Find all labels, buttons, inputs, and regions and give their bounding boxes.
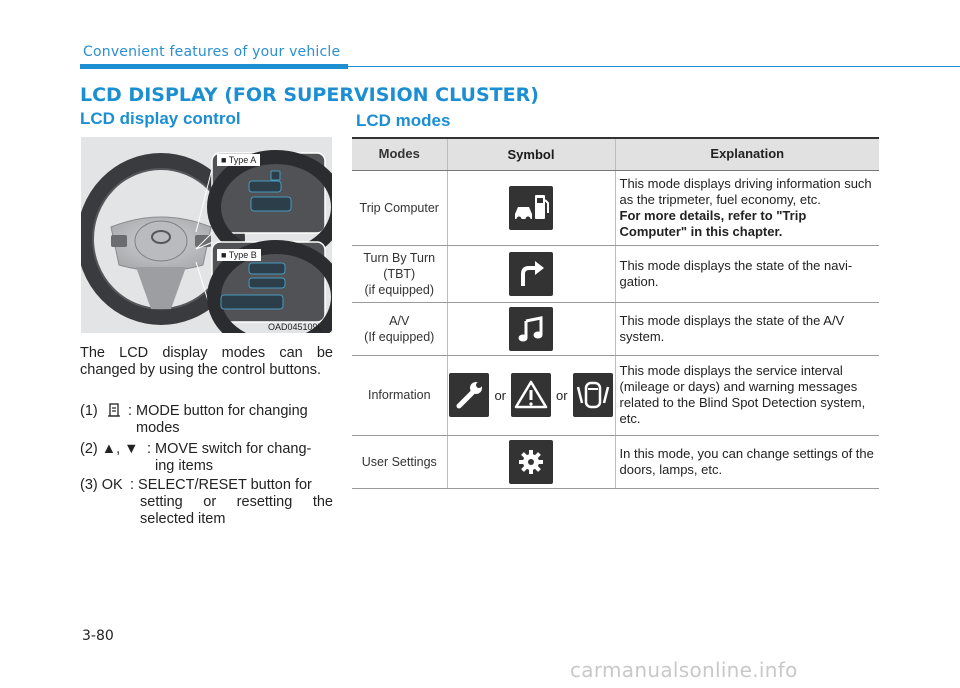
list-item-label: : MOVE switch for chang- bbox=[147, 441, 312, 457]
table-row: A/V (If equipped) This mode displays the… bbox=[352, 302, 879, 356]
or-label: or bbox=[556, 387, 568, 403]
list-item-continuation: modes bbox=[136, 420, 180, 436]
header-rule bbox=[348, 66, 960, 67]
music-note-icon bbox=[509, 306, 553, 351]
explanation-cell: In this mode, you can change settings of… bbox=[614, 435, 879, 489]
gear-icon bbox=[509, 439, 553, 484]
list-item-label: : MODE button for changing bbox=[128, 403, 308, 419]
explanation-cell: This mode displays the state of the navi… bbox=[614, 245, 879, 303]
turn-arrow-icon bbox=[509, 251, 553, 296]
list-item-number: (2) ▲, ▼ bbox=[80, 441, 139, 457]
mode-button-icon bbox=[107, 403, 120, 417]
symbol-cell bbox=[446, 435, 615, 489]
intro-paragraph: The LCD display modes can be changed by … bbox=[80, 345, 333, 378]
or-label: or bbox=[494, 387, 506, 403]
symbol-cell bbox=[446, 170, 615, 246]
mode-cell: Trip Computer bbox=[352, 170, 447, 246]
explanation-text: This mode displays driving information s… bbox=[619, 175, 872, 207]
explanation-cell: This mode displays driving information s… bbox=[614, 170, 879, 246]
table-row: Turn By Turn (TBT) (if equipped) This mo… bbox=[352, 245, 879, 303]
header-bar bbox=[80, 64, 348, 69]
header-modes: Modes bbox=[352, 137, 447, 171]
explanation-cell: This mode displays the service interval … bbox=[614, 355, 879, 436]
symbol-cell bbox=[446, 245, 615, 303]
blind-spot-icon bbox=[572, 373, 613, 417]
header-symbol: Symbol bbox=[446, 137, 615, 171]
list-item-number: (3) OK bbox=[80, 477, 123, 493]
figure-code: OAD045109L bbox=[268, 322, 323, 332]
subheading-lcd-modes: LCD modes bbox=[356, 111, 451, 130]
list-item-label: : SELECT/RESET button for bbox=[130, 477, 312, 493]
mode-cell: A/V (If equipped) bbox=[352, 302, 447, 356]
table-row: Information or or bbox=[352, 355, 879, 436]
explanation-reference: For more details, refer to "Trip Compute… bbox=[619, 207, 807, 239]
mode-cell: Turn By Turn (TBT) (if equipped) bbox=[352, 245, 447, 303]
list-item-continuation: setting or resetting the selected item bbox=[140, 494, 333, 527]
watermark: carmanualsonline.info bbox=[570, 658, 798, 682]
trip-computer-icon bbox=[509, 185, 553, 230]
lcd-modes-table: Modes Symbol Explanation Trip Computer bbox=[352, 137, 879, 489]
subheading-lcd-display-control: LCD display control bbox=[80, 109, 241, 128]
list-item-continuation: ing items bbox=[155, 458, 214, 474]
type-b-label: ■ Type B bbox=[217, 249, 261, 261]
wrench-icon bbox=[449, 373, 490, 417]
mode-cell: Information bbox=[352, 355, 447, 436]
mode-cell: User Settings bbox=[352, 435, 447, 489]
table-row: User Settings bbox=[352, 435, 879, 489]
table-header-row: Modes Symbol Explanation bbox=[352, 137, 879, 171]
steering-wheel-figure: ■ Type A ■ Type B bbox=[81, 137, 332, 333]
table-row: Trip Computer This mode displays driving… bbox=[352, 170, 879, 246]
page-title: LCD DISPLAY (FOR SUPERVISION CLUSTER) bbox=[80, 84, 539, 106]
warning-triangle-icon bbox=[511, 373, 551, 417]
type-a-label: ■ Type A bbox=[217, 154, 261, 166]
section-header: Convenient features of your vehicle bbox=[83, 44, 341, 60]
header-explanation: Explanation bbox=[614, 137, 879, 171]
list-item-number: (1) bbox=[80, 403, 121, 420]
symbol-cell bbox=[446, 302, 615, 356]
explanation-cell: This mode displays the state of the A/V … bbox=[614, 302, 879, 356]
symbol-cell: or or bbox=[446, 355, 615, 436]
page-number: 3-80 bbox=[82, 628, 114, 644]
steering-wheel-illustration bbox=[81, 137, 332, 333]
